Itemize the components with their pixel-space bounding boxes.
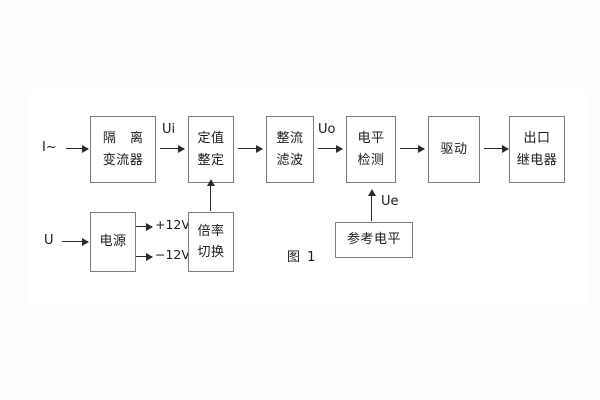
input-label-current: I~ [42, 140, 57, 155]
signal-label-ui: Ui [162, 122, 176, 137]
input-label-voltage: U [44, 233, 54, 248]
block-isolation-transformer[interactable]: 隔 离 变流器 [90, 116, 156, 183]
block-power-supply-line1: 电源 [99, 234, 127, 250]
arrow-isolation-to-setting [160, 145, 185, 153]
block-level-detect[interactable]: 电平 检测 [346, 116, 396, 183]
rail-label-negative: −12V [155, 247, 190, 262]
block-reference-level-line1: 参考电平 [346, 232, 401, 248]
block-power-supply[interactable]: 电源 [90, 212, 136, 272]
block-rectifier-filter-line1: 整流 [276, 131, 304, 147]
block-level-detect-line2: 检测 [357, 152, 385, 168]
block-level-detect-line1: 电平 [357, 131, 385, 147]
arrow-current-to-isolation [66, 145, 89, 153]
block-reference-level[interactable]: 参考电平 [335, 222, 413, 258]
block-output-relay-line2: 继电器 [516, 152, 558, 168]
signal-label-ue: Ue [381, 194, 399, 209]
block-ratio-switch-line1: 倍率 [197, 223, 225, 239]
block-rectifier-filter[interactable]: 整流 滤波 [266, 116, 314, 183]
arrow-ratio-to-setting [206, 179, 215, 211]
block-isolation-transformer-line2: 变流器 [102, 152, 144, 168]
block-setting-adjust[interactable]: 定值 整定 [188, 116, 234, 183]
arrow-drive-to-relay [484, 145, 509, 153]
block-ratio-switch[interactable]: 倍率 切换 [188, 212, 234, 272]
block-output-relay-line1: 出口 [523, 131, 551, 147]
block-rectifier-filter-line2: 滤波 [276, 152, 304, 168]
block-drive-line1: 驱动 [440, 141, 468, 157]
arrow-rail-positive [136, 223, 153, 231]
block-output-relay[interactable]: 出口 继电器 [509, 116, 565, 183]
block-ratio-switch-line2: 切换 [197, 245, 225, 260]
arrow-level-to-drive [400, 145, 425, 153]
block-setting-adjust-line1: 定值 [197, 131, 225, 147]
arrow-rail-negative [136, 253, 153, 261]
block-drive[interactable]: 驱动 [428, 116, 480, 183]
block-setting-adjust-line2: 整定 [197, 152, 225, 168]
rail-label-positive: +12V [155, 217, 190, 232]
arrow-setting-to-rectifier [238, 145, 263, 153]
arrow-reference-to-level [367, 189, 376, 221]
arrow-rectifier-to-level [318, 145, 343, 153]
arrow-voltage-to-power [62, 238, 89, 246]
signal-label-uo: Uo [318, 122, 336, 137]
block-isolation-transformer-line1: 隔 离 [102, 131, 149, 147]
figure-caption: 图 1 [287, 250, 317, 265]
